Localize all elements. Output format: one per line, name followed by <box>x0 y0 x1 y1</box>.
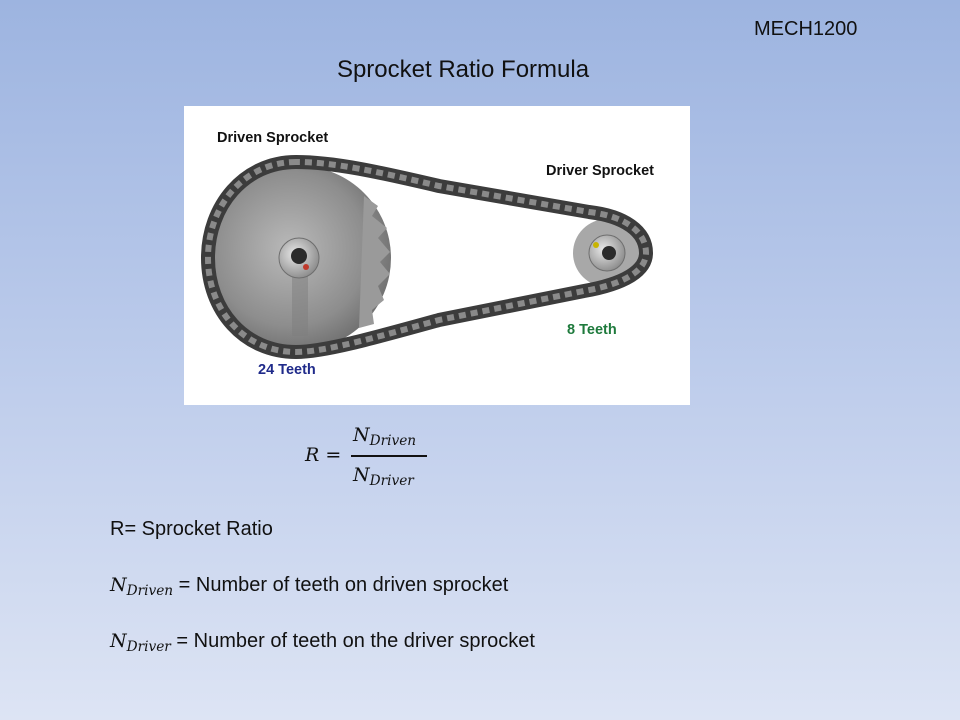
driver-sprocket <box>573 219 641 287</box>
sprocket-figure: Driven Sprocket Driver Sprocket 8 Teeth … <box>184 106 690 405</box>
n-driven-text: = Number of teeth on driven sprocket <box>173 574 509 596</box>
n-driven-subscript: Driven <box>126 583 174 600</box>
driver-teeth-label: 8 Teeth <box>567 322 617 338</box>
sprocket-diagram <box>200 154 654 360</box>
driven-sprocket <box>207 166 391 350</box>
numerator-symbol: N <box>353 424 370 446</box>
definition-n-driver: NDriver = Number of teeth on the driver … <box>110 630 535 655</box>
driven-sprocket-label: Driven Sprocket <box>217 130 329 146</box>
definition-r: R= Sprocket Ratio <box>110 518 273 540</box>
formula-numerator: NDriven <box>353 424 416 449</box>
n-driven-symbol: NDriven <box>110 574 174 600</box>
roller-chain <box>200 154 654 360</box>
driver-sprocket-label: Driver Sprocket <box>546 163 654 179</box>
formula-denominator: NDriver <box>353 464 414 489</box>
driven-teeth-label: 24 Teeth <box>258 362 316 378</box>
n-driver-letter: N <box>110 630 127 652</box>
formula-lhs: R = <box>305 444 342 466</box>
slide-title: Sprocket Ratio Formula <box>336 56 590 83</box>
n-driven-letter: N <box>110 574 127 596</box>
fraction-bar <box>351 455 427 457</box>
course-code: MECH1200 <box>754 18 858 40</box>
n-driver-symbol: NDriver <box>110 630 171 656</box>
n-driver-subscript: Driver <box>126 639 171 656</box>
denominator-subscript: Driver <box>369 473 414 490</box>
numerator-subscript: Driven <box>369 433 417 450</box>
denominator-symbol: N <box>353 464 370 486</box>
definition-n-driven: NDriven = Number of teeth on driven spro… <box>110 574 508 599</box>
n-driver-text: = Number of teeth on the driver sprocket <box>170 630 535 652</box>
